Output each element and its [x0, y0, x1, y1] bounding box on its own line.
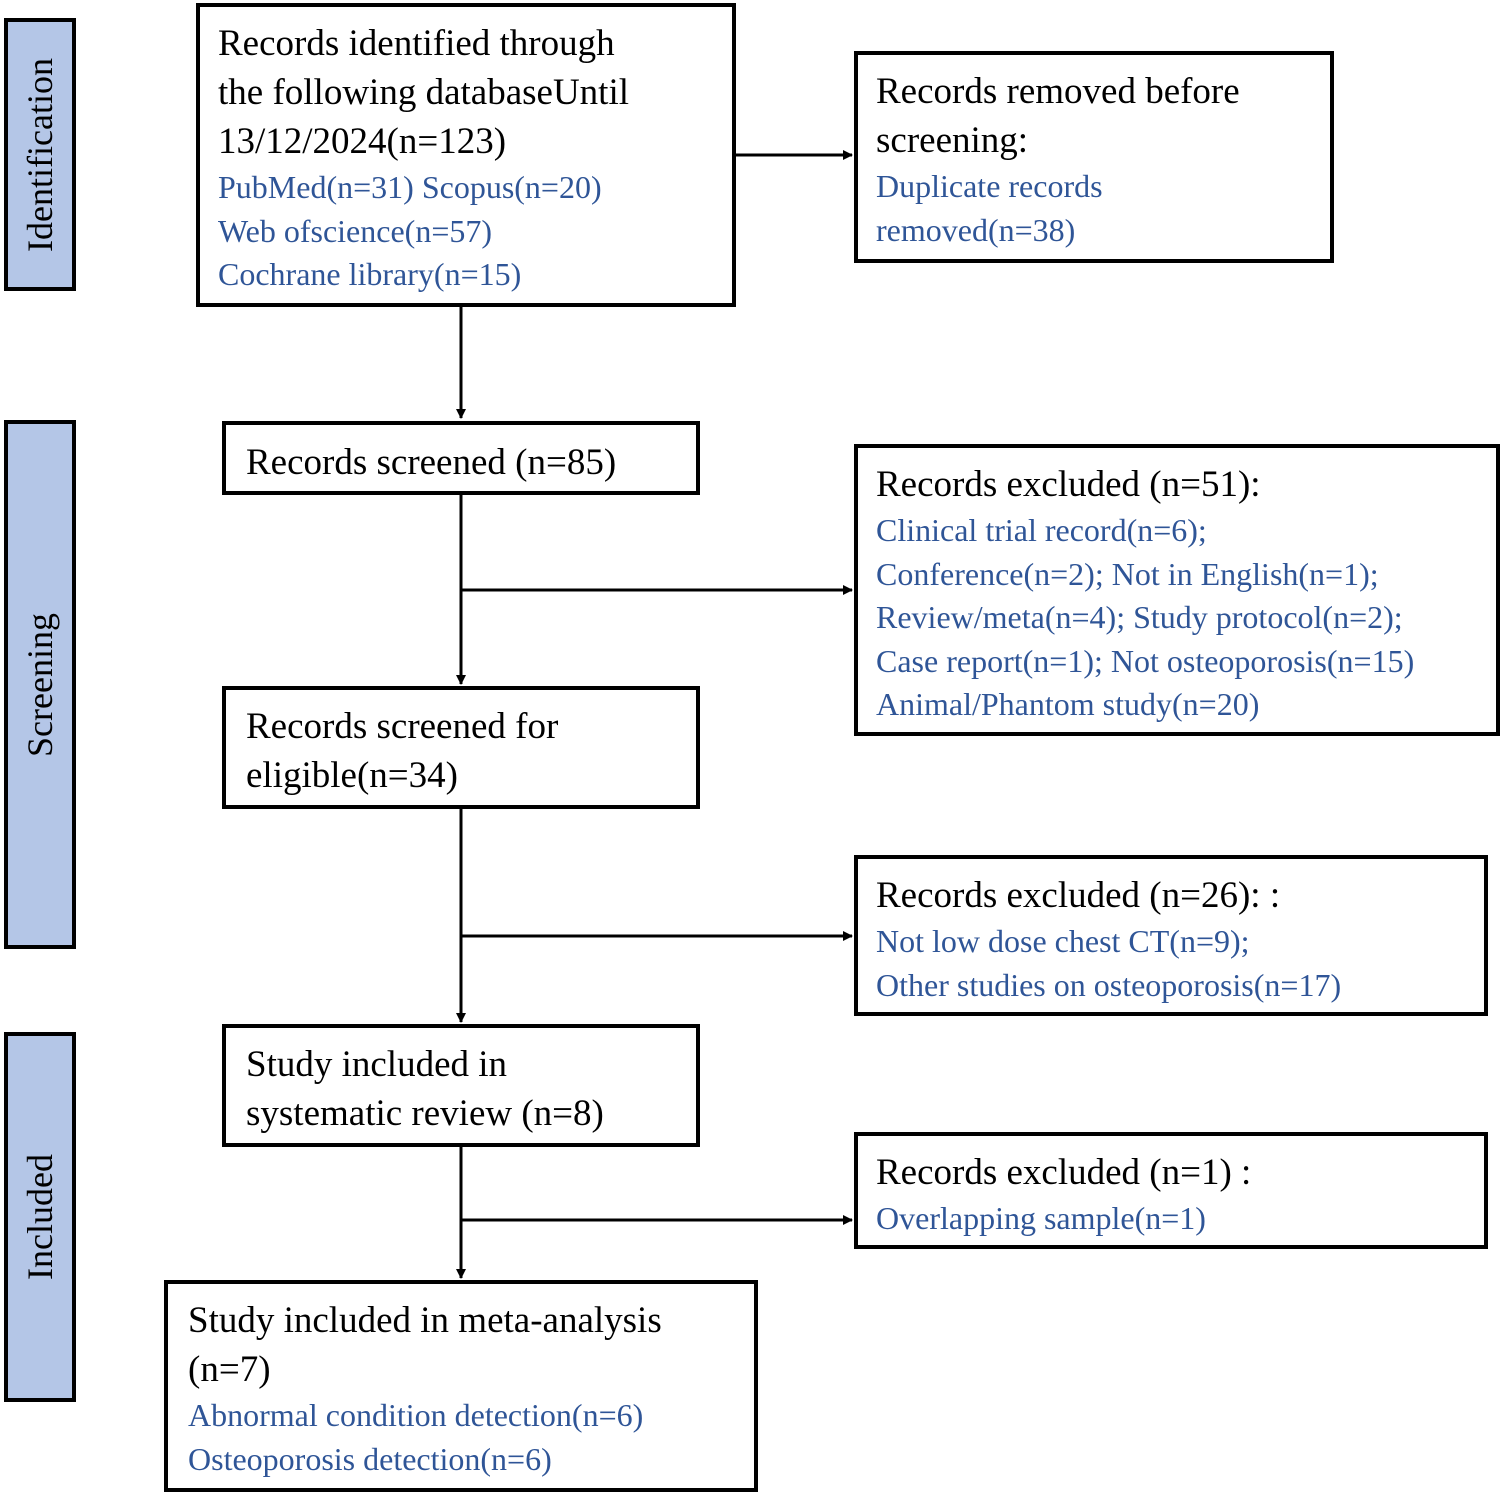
excluded-screening-detail-4: Case report(n=1); Not osteoporosis(n=15): [876, 642, 1415, 679]
excluded-overlap-title: Records excluded (n=1) :: [876, 1152, 1252, 1193]
identified-source-2: Web ofscience(n=57): [218, 212, 493, 249]
box-records-screened: Records screened (n=85): [222, 421, 700, 495]
excluded-eligibility-detail-1: Not low dose chest CT(n=9);: [876, 923, 1250, 959]
box-records-removed: Records removed before screening: Duplic…: [854, 51, 1334, 263]
removed-detail-2: removed(n=38): [876, 211, 1076, 248]
excluded-screening-title: Records excluded (n=51):: [876, 464, 1261, 505]
stage-included-label: Included: [20, 1154, 60, 1280]
box-meta-analysis: Study included in meta-analysis (n=7) Ab…: [164, 1280, 758, 1492]
identified-line-3: 13/12/2024(n=123): [218, 121, 507, 162]
excluded-screening-detail-3: Review/meta(n=4); Study protocol(n=2);: [876, 599, 1403, 635]
meta-line-2: (n=7): [188, 1349, 271, 1390]
excluded-eligibility-detail-2: Other studies on osteoporosis(n=17): [876, 966, 1342, 1003]
eligible-line-1: Records screened for: [246, 706, 559, 747]
eligible-line-2: eligible(n=34): [246, 755, 458, 796]
box-excluded-screening: Records excluded (n=51): Clinical trial …: [854, 444, 1500, 736]
identified-line-1: Records identified through: [218, 23, 615, 64]
meta-detail-1: Abnormal condition detection(n=6): [188, 1397, 644, 1433]
meta-line-1: Study included in meta-analysis: [188, 1300, 662, 1341]
box-records-identified: Records identified through the following…: [196, 3, 736, 307]
stage-screening-label: Screening: [20, 612, 60, 757]
stage-screening: Screening: [4, 420, 76, 949]
screened-label: Records screened (n=85): [246, 442, 617, 483]
box-excluded-overlap: Records excluded (n=1) : Overlapping sam…: [854, 1132, 1488, 1249]
stage-identification-label: Identification: [20, 57, 60, 252]
identified-line-2: the following databaseUntil: [218, 72, 630, 113]
box-records-eligible: Records screened for eligible(n=34): [222, 686, 700, 809]
excluded-screening-detail-2: Conference(n=2); Not in English(n=1);: [876, 555, 1379, 592]
removed-line-1: Records removed before: [876, 71, 1240, 112]
stage-included: Included: [4, 1032, 76, 1402]
meta-detail-2: Osteoporosis detection(n=6): [188, 1440, 552, 1477]
excluded-eligibility-title: Records excluded (n=26): :: [876, 875, 1281, 916]
stage-identification: Identification: [4, 18, 76, 291]
review-line-2: systematic review (n=8): [246, 1093, 604, 1134]
identified-source-3: Cochrane library(n=15): [218, 256, 522, 292]
excluded-screening-detail-5: Animal/Phantom study(n=20): [876, 686, 1260, 722]
review-line-1: Study included in: [246, 1044, 508, 1085]
identified-source-1: PubMed(n=31) Scopus(n=20): [218, 169, 602, 205]
box-excluded-eligibility: Records excluded (n=26): : Not low dose …: [854, 855, 1488, 1016]
excluded-screening-detail-1: Clinical trial record(n=6);: [876, 512, 1207, 548]
removed-detail-1: Duplicate records: [876, 168, 1103, 204]
removed-line-2: screening:: [876, 120, 1029, 161]
excluded-overlap-detail-1: Overlapping sample(n=1): [876, 1200, 1206, 1236]
box-systematic-review: Study included in systematic review (n=8…: [222, 1024, 700, 1147]
